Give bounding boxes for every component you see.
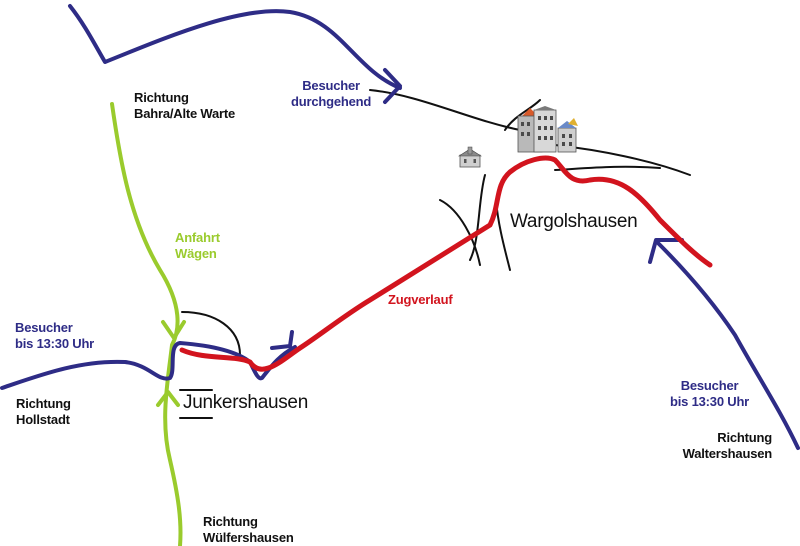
label-line: bis 13:30 Uhr: [670, 394, 750, 409]
parade-route-line: [179, 155, 713, 372]
label-richtung-hollstadt: Richtung Hollstadt: [16, 396, 71, 428]
visitor-routes: [0, 4, 800, 450]
label-line: Richtung: [717, 430, 772, 445]
label-line: Hollstadt: [16, 412, 70, 427]
float-arrival-route: [110, 102, 186, 546]
road-west-spur-2: [469, 174, 486, 261]
road-west-spur-1: [439, 199, 481, 266]
label-besucher-durchgehend: Besucher durchgehend: [291, 78, 371, 110]
parade-route: [179, 155, 713, 372]
label-line: Richtung: [16, 396, 71, 411]
label-line: Besucher: [680, 378, 739, 393]
road-east-spur: [554, 165, 661, 171]
label-richtung-bahra: Richtung Bahra/Alte Warte: [134, 90, 235, 122]
label-line: durchgehend: [291, 94, 372, 109]
label-line: Zugverlauf: [388, 292, 453, 307]
label-line: Wülfershausen: [203, 530, 294, 545]
label-line: Richtung: [203, 514, 258, 529]
label-zugverlauf: Zugverlauf: [388, 292, 453, 308]
label-besucher-left: Besucher bis 13:30 Uhr: [15, 320, 94, 352]
church-icon: [458, 146, 482, 168]
town-junkershausen: Junkershausen: [183, 392, 308, 413]
road-to-wargolshausen: [369, 89, 521, 131]
visitor-arrow-east: [648, 238, 684, 264]
label-line: bis 13:30 Uhr: [15, 336, 95, 351]
visitor-arrow-west: [270, 330, 294, 350]
label-anfahrt-waegen: Anfahrt Wägen: [175, 230, 220, 262]
road-junkershausen-loop: [181, 311, 241, 356]
visitor-route-north: [68, 4, 402, 90]
label-line: Bahra/Alte Warte: [134, 106, 236, 121]
float-arrow-up: [156, 390, 180, 407]
label-besucher-right: Besucher bis 13:30 Uhr: [670, 378, 749, 410]
town-buildings-icon: [517, 106, 578, 153]
visitor-route-east: [656, 241, 800, 450]
road-north-wargolshausen: [504, 99, 541, 131]
visitor-arrow-north: [383, 68, 402, 104]
label-line: Besucher: [15, 320, 73, 335]
float-arrow-down: [161, 320, 186, 340]
road-south-spur: [495, 199, 511, 271]
label-line: Richtung: [134, 90, 189, 105]
label-line: Wägen: [175, 246, 217, 261]
float-arrival-line: [110, 102, 183, 546]
label-richtung-wuelfershausen: Richtung Wülfershausen: [203, 514, 294, 546]
label-richtung-waltershausen: Richtung Waltershausen: [670, 430, 773, 462]
label-line: Besucher: [302, 78, 360, 93]
town-wargolshausen: Wargolshausen: [510, 211, 638, 232]
label-line: Waltershausen: [682, 446, 773, 461]
label-line: Anfahrt: [175, 230, 220, 245]
visitor-route-west: [0, 341, 297, 390]
